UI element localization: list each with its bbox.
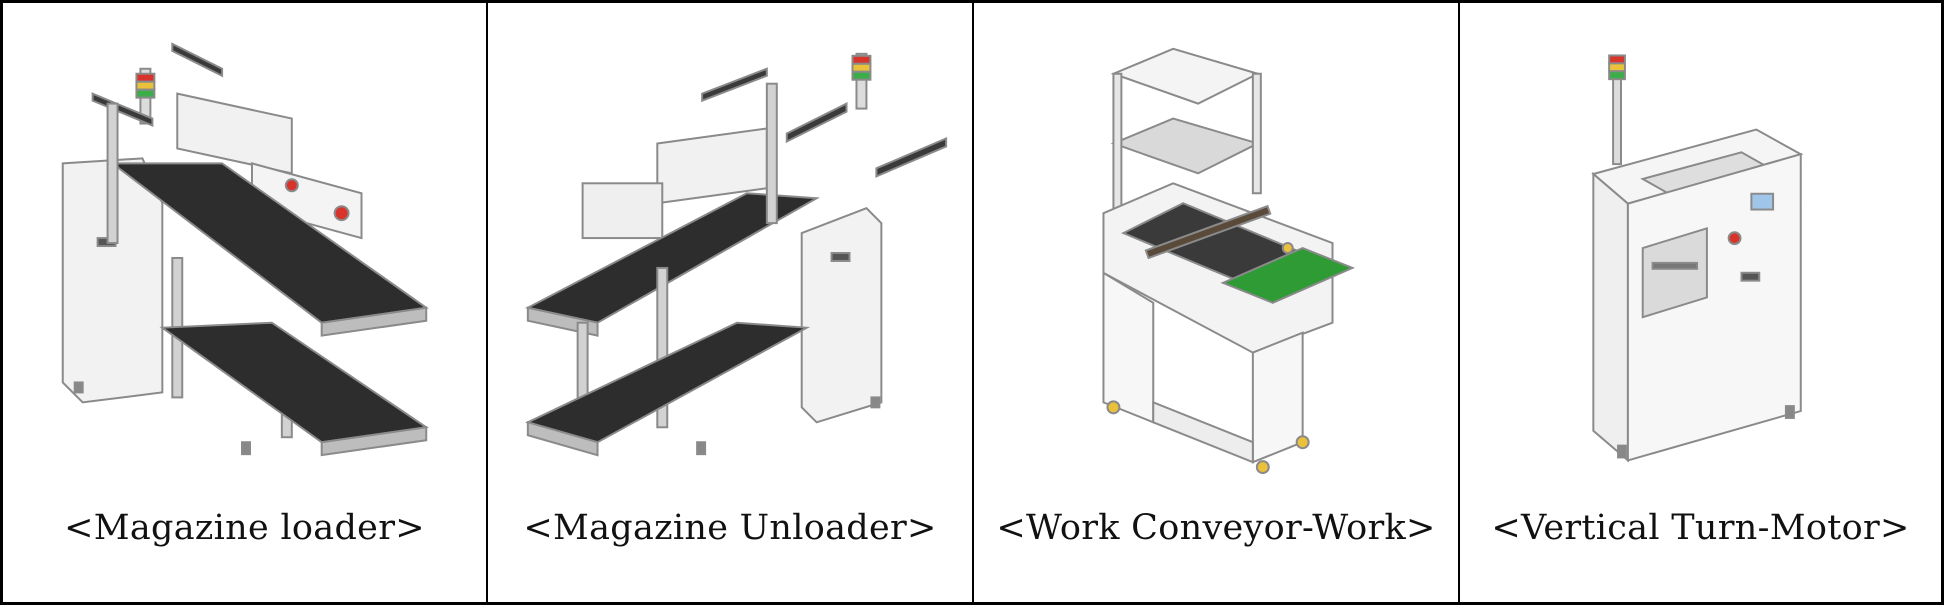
magazine-unloader-illustration [488, 23, 972, 483]
work-conveyor-icon [1102, 47, 1356, 475]
panel-vertical-turn-motor: <Vertical Turn-Motor> [1460, 3, 1941, 602]
panel-magazine-loader: <Magazine loader> [3, 3, 488, 602]
magazine-unloader-icon [524, 52, 948, 457]
panel-work-conveyor: <Work Conveyor-Work> [974, 3, 1460, 602]
caption-work-conveyor: <Work Conveyor-Work> [996, 508, 1436, 548]
magazine-loader-icon [61, 42, 429, 457]
work-conveyor-illustration [974, 23, 1458, 483]
caption-magazine-loader: <Magazine loader> [64, 508, 425, 548]
vertical-turn-motor-icon [1591, 54, 1804, 463]
magazine-loader-illustration [3, 23, 486, 483]
caption-vertical-turn-motor: <Vertical Turn-Motor> [1491, 508, 1910, 548]
vertical-turn-motor-illustration [1460, 23, 1941, 483]
caption-magazine-unloader: <Magazine Unloader> [523, 508, 937, 548]
panel-magazine-unloader: <Magazine Unloader> [488, 3, 974, 602]
